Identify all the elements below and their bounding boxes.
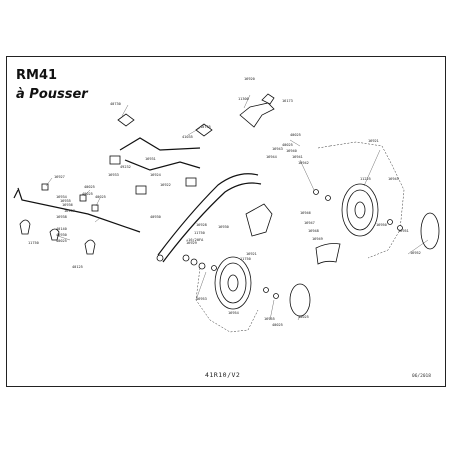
part-callout: 40025 (290, 133, 301, 137)
part-callout: 40140 (56, 227, 67, 231)
part-callout: 16955 (264, 317, 275, 321)
front-left-wheel (214, 256, 252, 310)
part-callout: 40125 (72, 265, 83, 269)
drawing-date: 06/2018 (412, 374, 431, 379)
part-callout: 40025 (298, 315, 309, 319)
part-callout: 40025 (56, 239, 67, 243)
height-adjust-lever (239, 93, 275, 128)
part-callout: +16/20FA (186, 238, 204, 242)
part-callout: 40735 (200, 125, 211, 129)
part-callout: 16947 (304, 221, 315, 225)
washer-stack (182, 189, 403, 299)
part-callout: 16920 (244, 77, 255, 81)
part-callout: 40930 (150, 215, 161, 219)
rear-right-wheel (341, 183, 379, 237)
part-callout: 16946 (300, 211, 311, 215)
part-callout: 40730 (110, 102, 121, 106)
part-callout: 40025 (82, 192, 93, 196)
model-subtitle: à Pousser (16, 87, 88, 102)
part-callout: 11750 (240, 257, 251, 261)
part-callout: 16951 (398, 229, 409, 233)
part-callout: 16949 (312, 237, 323, 241)
part-callout: 40025 (282, 143, 293, 147)
drawing-reference: 41R10/V2 (205, 371, 241, 379)
height-bracket (245, 203, 341, 265)
part-callout: 16933 (108, 173, 119, 177)
part-callout: 16948 (308, 229, 319, 233)
part-callout: 16931 (145, 157, 156, 161)
part-callout: 16950 (376, 223, 387, 227)
part-number-labels: 16920 11300 16173 40730 41035 40735 16931 49232… (28, 77, 421, 327)
part-callout: 16927 (54, 175, 65, 179)
part-callout: 41035 (182, 135, 193, 139)
part-callout: 16921 (368, 139, 379, 143)
part-callout: 16922 (160, 183, 171, 187)
model-title: RM41 (16, 68, 58, 83)
leader-lines (45, 94, 429, 321)
part-callout: 11750 (28, 241, 39, 245)
part-callout: 16952 (410, 251, 421, 255)
part-callout: 16930 (218, 225, 229, 229)
part-callout: 16928 (196, 223, 207, 227)
part-callout: 16954 (228, 311, 239, 315)
part-callout: 16941 (292, 155, 303, 159)
part-callout: 16929 (186, 241, 197, 245)
part-callout: 40025 (95, 195, 106, 199)
part-callout: 16921 (246, 252, 257, 256)
part-callout: 46930 (56, 233, 67, 237)
handle-bracket-assembly (109, 113, 213, 195)
part-callout: 16934 (56, 195, 67, 199)
part-callout: 16937 (64, 209, 75, 213)
part-callout: 16173 (282, 99, 293, 103)
part-callout: 40025 (84, 185, 95, 189)
part-callout: 16924 (150, 173, 161, 177)
main-frame-arm (156, 173, 262, 263)
part-callout: 16942 (298, 161, 309, 165)
part-callout: 16938 (56, 215, 67, 219)
part-callout: 16943 (272, 147, 283, 151)
part-callout: 40025 (272, 323, 283, 327)
part-callout: 16935 (60, 199, 71, 203)
part-callout: 16953 (196, 297, 207, 301)
part-callout: 11225 (360, 177, 371, 181)
part-callout: 16945 (388, 177, 399, 181)
group-outlines (195, 141, 405, 333)
part-callout: 16936 (62, 203, 73, 207)
left-clip-parts (19, 219, 96, 255)
front-axle-rod (13, 183, 141, 233)
part-callout: 49232 (120, 165, 131, 169)
part-callout: 16944 (266, 155, 277, 159)
hubcaps (289, 212, 440, 317)
part-callout: 11750 (194, 231, 205, 235)
part-callout: 16940 (286, 149, 297, 153)
part-callout: 11300 (238, 97, 249, 101)
